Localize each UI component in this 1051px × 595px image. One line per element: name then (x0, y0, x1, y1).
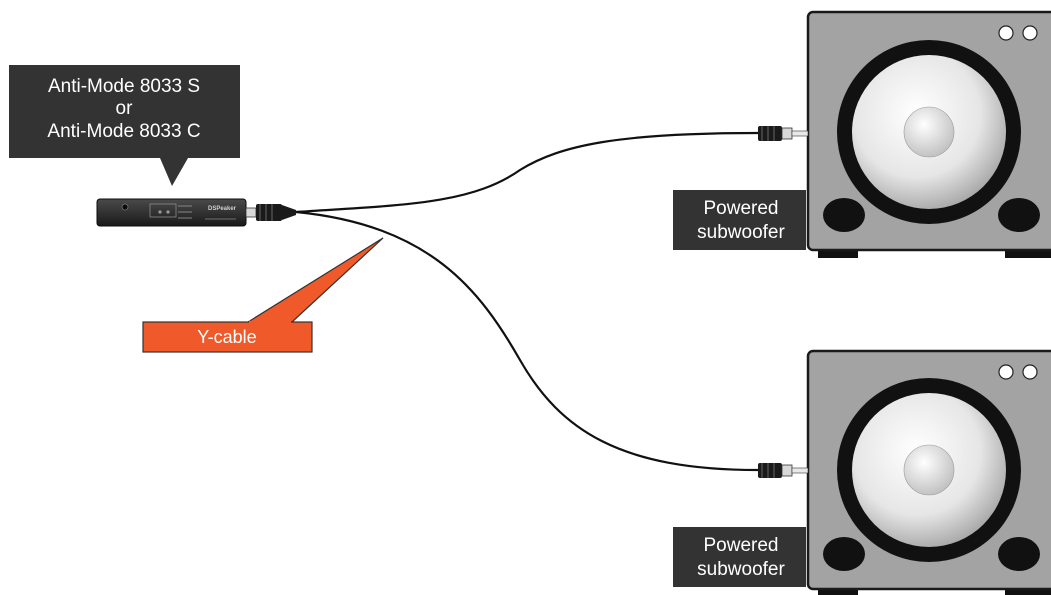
subwoofer-indicator (998, 364, 1014, 380)
rca-plug-subwoofer-2 (758, 463, 809, 478)
y-cable-callout-box (142, 321, 313, 353)
subwoofer-foot (1005, 587, 1051, 595)
subwoofer-label-line-1: Powered (704, 535, 779, 556)
subwoofer-label-box (673, 190, 806, 250)
device-power-jack (121, 203, 129, 211)
device-led-2 (166, 210, 170, 214)
subwoofer-indicator (1022, 364, 1038, 380)
device-callout-line-3: Anti-Mode 8033 C (47, 121, 200, 142)
subwoofer-1: Powered subwoofer (673, 10, 1051, 258)
device-led (158, 210, 162, 214)
device-brand: DSPeaker (208, 206, 237, 212)
subwoofer-label-line-2: subwoofer (697, 559, 785, 580)
subwoofer-label-box (673, 527, 806, 587)
rca-plug-device (245, 204, 296, 221)
subwoofer-indicator (998, 25, 1014, 41)
cable-branch-upper (295, 131, 759, 214)
device-callout-line-2: or (116, 98, 134, 119)
y-cable-callout: Y-cable (142, 237, 384, 353)
subwoofer-port (823, 198, 865, 232)
subwoofer-port (823, 537, 865, 571)
device-body (96, 198, 247, 227)
subwoofer-indicator (1022, 25, 1038, 41)
subwoofer-foot (1005, 249, 1051, 258)
subwoofer-2: Powered subwoofer (673, 349, 1051, 595)
subwoofer-port (998, 537, 1040, 571)
device-callout-line-1: Anti-Mode 8033 S (48, 76, 200, 97)
subwoofer-label-line-2: subwoofer (697, 222, 785, 243)
device-callout-box (9, 65, 240, 186)
subwoofer-dust-cap (903, 444, 955, 496)
subwoofer-foot (818, 587, 858, 595)
subwoofer-port (998, 198, 1040, 232)
cable-branch-lower (295, 210, 759, 472)
y-cable-label: Y-cable (197, 327, 256, 347)
subwoofer-foot (818, 249, 858, 258)
device-rca-panel (149, 203, 177, 218)
subwoofer-label-line-1: Powered (704, 198, 779, 219)
anti-mode-device: DSPeaker (96, 198, 247, 227)
rca-plug-subwoofer-1 (758, 126, 809, 141)
y-cable (295, 131, 759, 472)
subwoofer-dust-cap (903, 106, 955, 158)
device-callout: Anti-Mode 8033 S or Anti-Mode 8033 C (9, 65, 240, 186)
y-cable-callout-pointer (245, 237, 384, 323)
